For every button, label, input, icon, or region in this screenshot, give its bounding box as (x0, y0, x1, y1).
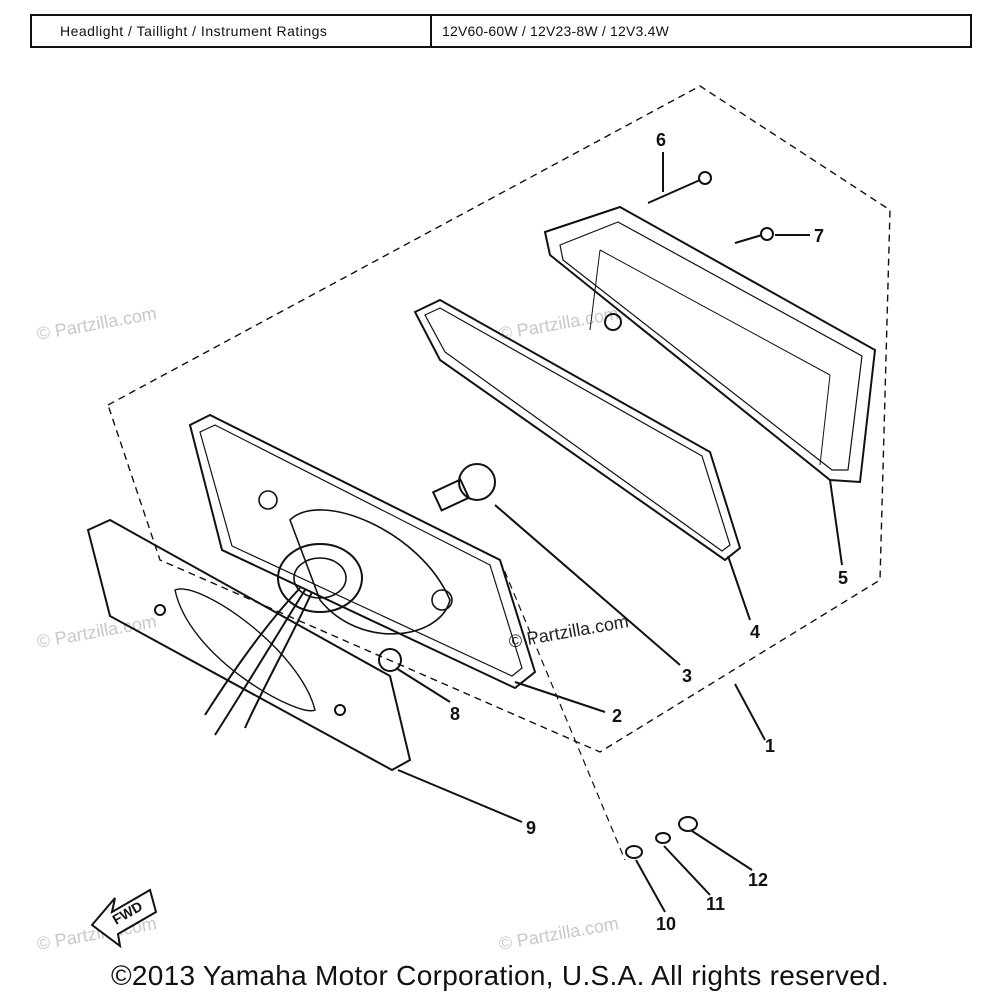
callout-11: 11 (706, 894, 725, 914)
wire-harness (204, 587, 313, 736)
watermark-2: © Partzilla.com (497, 303, 620, 344)
base-plate (86, 518, 412, 772)
watermark-6: © Partzilla.com (507, 611, 630, 652)
parts-diagram: © Partzilla.com © Partzilla.com © Partzi… (35, 85, 891, 954)
callout-7: 7 (814, 226, 824, 246)
bulb (431, 463, 496, 512)
callout-4: 4 (750, 622, 760, 642)
callout-2: 2 (612, 706, 622, 726)
callout-5: 5 (838, 568, 848, 588)
callout-6: 6 (656, 130, 666, 150)
lens-gasket (413, 298, 742, 562)
ratings-value: 12V60-60W / 12V23-8W / 12V3.4W (442, 23, 669, 39)
leader-lines (395, 152, 843, 913)
ratings-label: Headlight / Taillight / Instrument Ratin… (32, 16, 432, 46)
callout-3: 3 (682, 666, 692, 686)
screws (647, 171, 774, 244)
callout-1: 1 (765, 736, 775, 756)
watermark-5: © Partzilla.com (497, 913, 620, 954)
callout-labels: 1 2 3 4 5 6 7 8 9 10 11 12 (450, 130, 848, 934)
callout-8: 8 (450, 704, 460, 724)
callout-10: 10 (656, 914, 676, 934)
hardware-guide-line (499, 559, 626, 861)
watermarks: © Partzilla.com © Partzilla.com © Partzi… (35, 303, 630, 954)
copyright-notice: ©2013 Yamaha Motor Corporation, U.S.A. A… (110, 960, 890, 991)
reflector (258, 490, 453, 635)
callout-12: 12 (748, 870, 768, 890)
lamp-socket (378, 648, 402, 672)
lens-frame (188, 413, 537, 690)
tail-light-housing (543, 205, 877, 484)
assembly-outline (107, 85, 891, 753)
watermark-1: © Partzilla.com (35, 303, 158, 344)
ratings-table: Headlight / Taillight / Instrument Ratin… (30, 14, 972, 48)
small-hardware (625, 816, 698, 859)
callout-9: 9 (526, 818, 536, 838)
